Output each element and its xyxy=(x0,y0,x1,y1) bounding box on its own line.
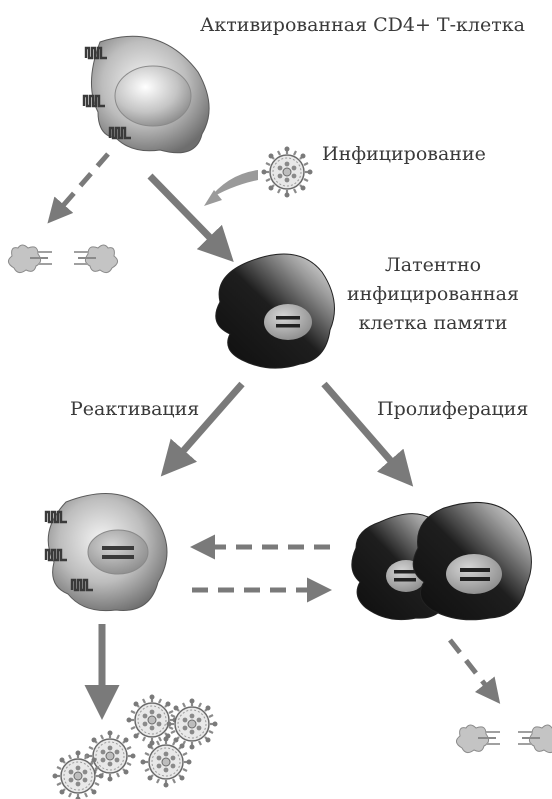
activated-cell-nucleus xyxy=(114,65,192,127)
virus-icon xyxy=(125,693,179,747)
label-proliferation: Пролиферация xyxy=(377,398,529,420)
latent-memory-cell xyxy=(215,253,335,369)
reactivated-cell xyxy=(44,493,168,612)
proliferated-cell-nucleus xyxy=(446,554,502,594)
cell-debris-icon xyxy=(455,724,552,754)
label-reactivation: Реактивация xyxy=(70,398,200,420)
proliferation-arrow xyxy=(321,381,414,487)
label-latent-line2: инфицированная xyxy=(346,283,519,305)
label-latent-line1: Латентно xyxy=(384,254,482,276)
reactivated-cell-nucleus xyxy=(87,529,149,575)
label-latent-line3: клетка памяти xyxy=(358,312,508,334)
infection-arrow xyxy=(208,170,258,200)
latent-cell-nucleus xyxy=(264,304,312,340)
virus-icon xyxy=(260,145,314,199)
arrow-to-debris-left xyxy=(47,152,110,224)
label-infection: Инфицирование xyxy=(322,143,486,165)
reactivation-arrow xyxy=(160,381,245,477)
label-latent-cell: Латентно инфицированная клетка памяти xyxy=(338,254,528,335)
proliferated-latent-cells xyxy=(351,502,532,621)
released-virions xyxy=(51,693,219,799)
arrow-to-debris-right xyxy=(448,638,501,704)
activated-cd4-cell xyxy=(82,35,210,154)
cell-debris-icon xyxy=(7,244,119,274)
arrow-to-latent-cell xyxy=(147,173,234,263)
label-activated-cd4: Активированная CD4+ Т-клетка xyxy=(200,14,525,36)
